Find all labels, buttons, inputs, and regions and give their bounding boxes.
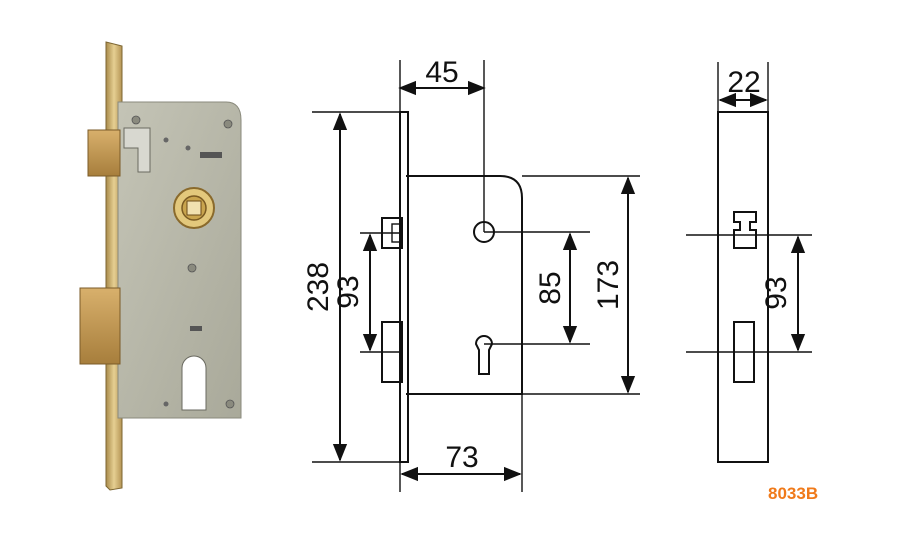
faceplate-side-outline <box>717 111 769 463</box>
screw <box>225 399 235 409</box>
lock-body <box>117 101 242 419</box>
screw <box>185 145 191 151</box>
side-view: 22 93 <box>686 62 812 463</box>
screw <box>223 119 233 129</box>
faceplate-outline <box>399 111 409 463</box>
front-elevation: 45 238 93 85 173 73 <box>302 56 640 492</box>
screw <box>187 263 197 273</box>
keyhole-outline <box>474 335 494 375</box>
dim-faceplate-width: 22 <box>727 66 760 99</box>
dim-bolt-spacing-left: 93 <box>332 275 365 308</box>
screw <box>163 401 169 407</box>
case-outline <box>406 175 523 395</box>
dim-bolt-spacing-side: 93 <box>760 276 793 309</box>
follower-square <box>186 200 202 216</box>
screw <box>163 137 169 143</box>
latch-bolt <box>87 129 121 177</box>
latch-cutout <box>733 211 757 249</box>
slot <box>200 152 222 158</box>
lock-photo <box>79 41 242 491</box>
dim-case-height: 173 <box>592 260 625 310</box>
dim-overall-height: 238 <box>302 262 335 312</box>
screw <box>131 115 141 125</box>
cylinder-cutout <box>181 355 207 411</box>
dead-bolt <box>79 287 121 365</box>
dim-key-spacing: 85 <box>534 271 567 304</box>
dim-backset: 45 <box>425 56 458 89</box>
model-code-label: 8033B <box>768 484 819 503</box>
slot <box>190 326 202 331</box>
latch-mechanism <box>123 127 151 173</box>
dim-case-depth: 73 <box>445 441 478 474</box>
